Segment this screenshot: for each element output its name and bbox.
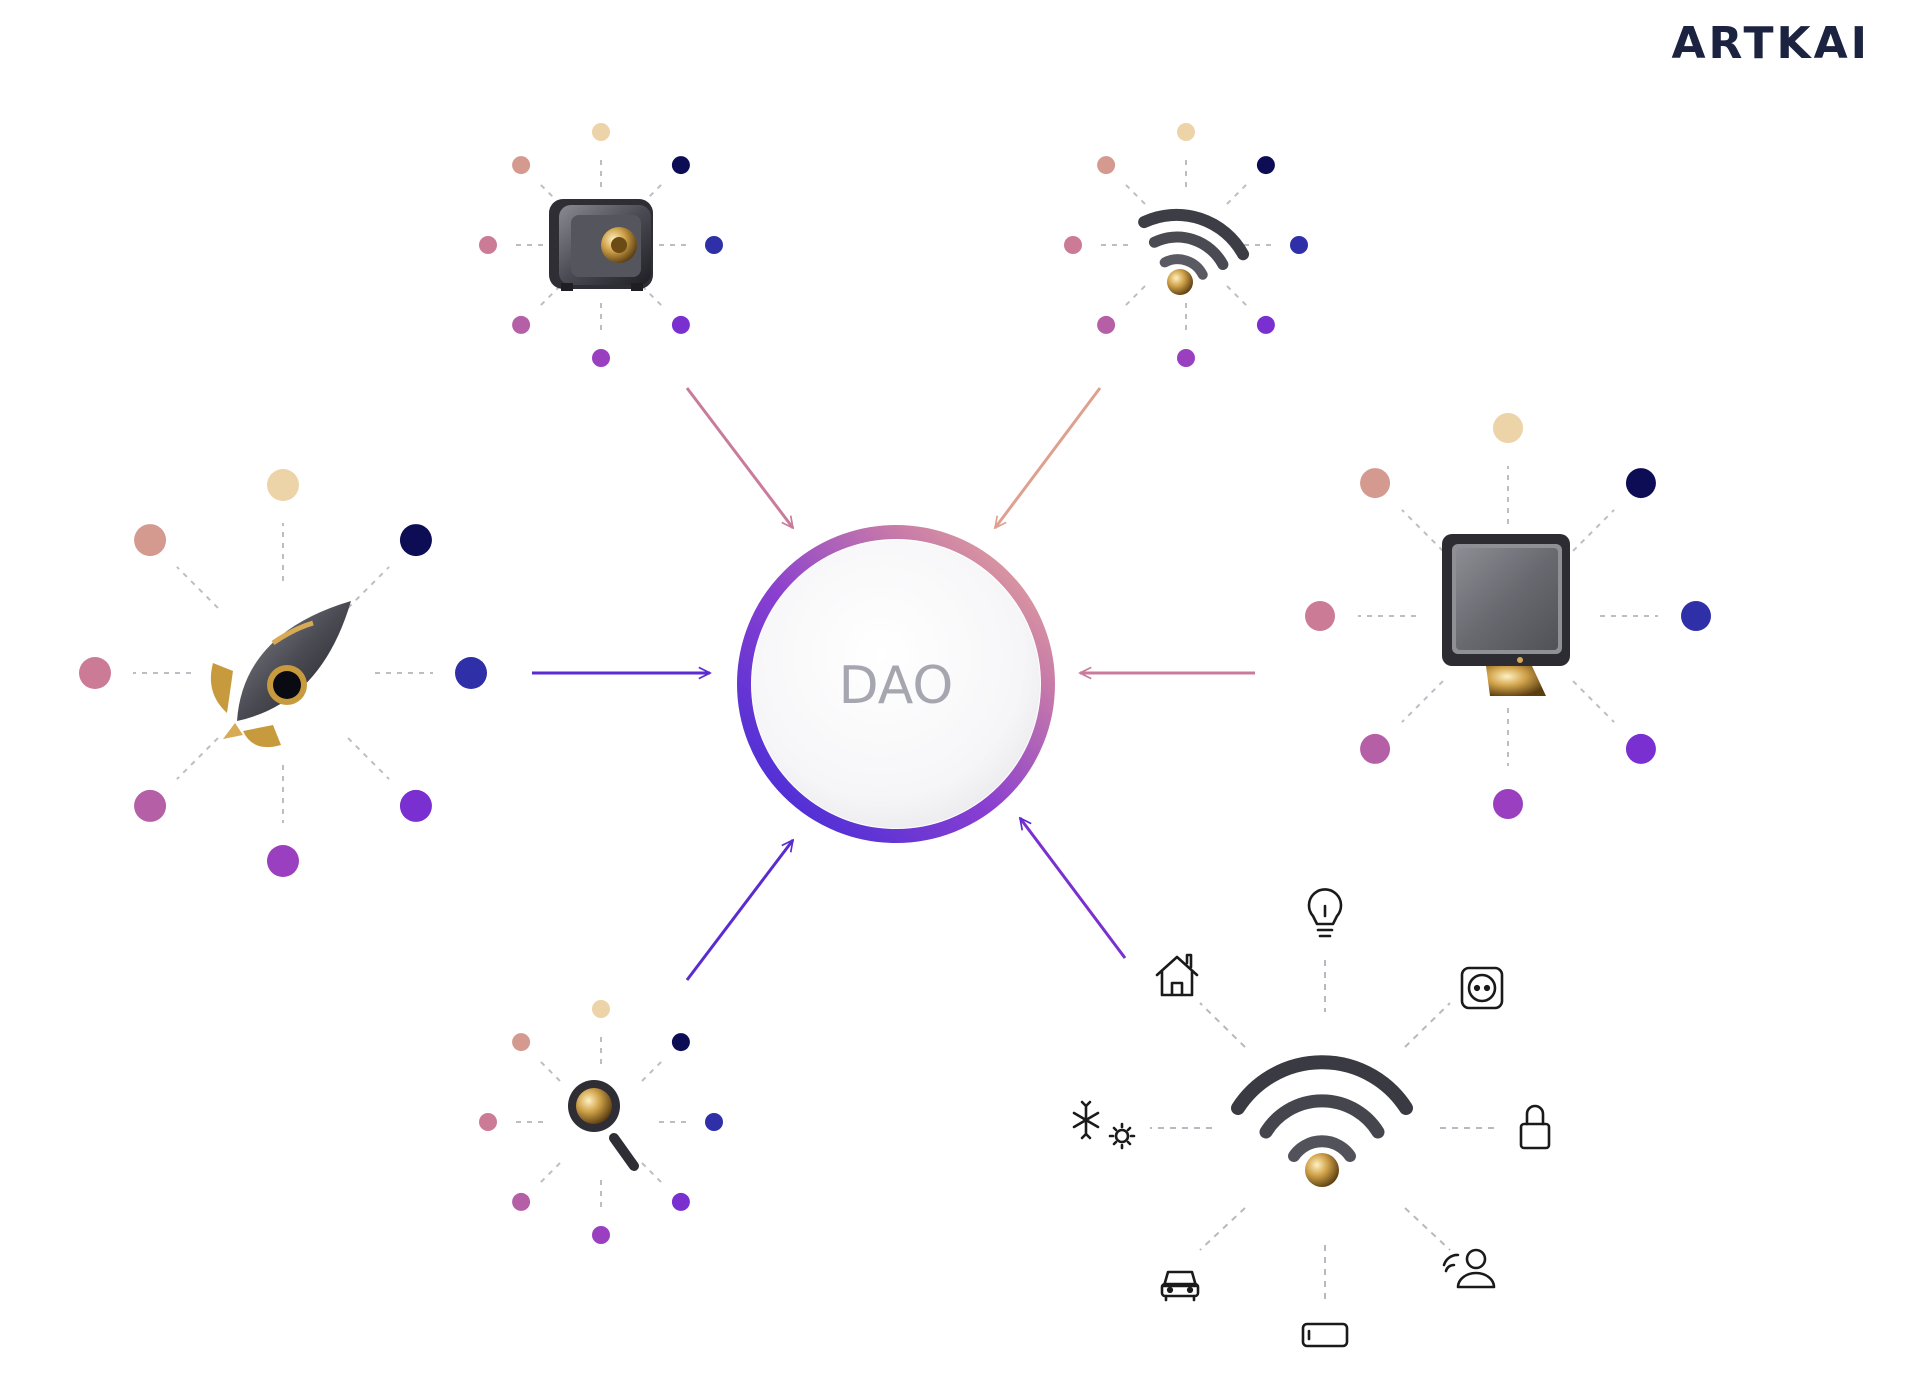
- spoke-bottom-right: [1226, 285, 1249, 308]
- smart-home-spokes: [1150, 960, 1500, 1300]
- dot-left: [79, 657, 111, 689]
- dot-right: [455, 657, 487, 689]
- arrow-safe: [685, 387, 795, 528]
- spoke-top-left: [538, 182, 561, 205]
- dot-bottom: [1493, 789, 1523, 819]
- arrow-wifi: [993, 387, 1102, 528]
- dot-top-right: [399, 524, 432, 557]
- spoke-top-right: [641, 1059, 664, 1082]
- dot-top: [267, 469, 299, 501]
- spoke-top-left: [176, 566, 219, 609]
- dot-top-left: [512, 1033, 531, 1052]
- spoke-top-right: [1572, 509, 1615, 552]
- lock-icon: [1519, 1104, 1551, 1150]
- spoke-bottom-left: [1123, 285, 1146, 308]
- dao-ring: [737, 525, 1055, 843]
- car-icon: [1160, 1270, 1200, 1302]
- dot-right: [705, 1113, 723, 1131]
- spoke-bottom-right: [1572, 680, 1615, 723]
- phone-icon: [1301, 1322, 1349, 1348]
- dao-disc: [752, 540, 1040, 828]
- dot-top: [1493, 413, 1523, 443]
- dot-bottom-left: [134, 789, 167, 822]
- dot-top: [1177, 123, 1195, 141]
- dot-bottom-right: [671, 1192, 690, 1211]
- dot-top-right: [671, 1033, 690, 1052]
- dot-top-right: [671, 156, 690, 175]
- dot-bottom-right: [1256, 315, 1275, 334]
- arrow-smart-home: [1018, 818, 1127, 959]
- dot-left: [479, 1113, 497, 1131]
- dot-bottom-left: [1360, 733, 1391, 764]
- dot-top-right: [1625, 468, 1656, 499]
- spoke-bottom-left: [1401, 680, 1444, 723]
- dot-bottom-left: [1097, 315, 1116, 334]
- dot-bottom: [592, 1226, 610, 1244]
- dot-top-right: [1256, 156, 1275, 175]
- dot-bottom-left: [512, 315, 531, 334]
- spoke-top-right: [641, 182, 664, 205]
- dao-label: DAO: [839, 656, 954, 716]
- dot-left: [1305, 601, 1335, 631]
- person-wifi-icon: [1442, 1248, 1496, 1289]
- arrows: [532, 387, 1255, 981]
- cluster-wifi-small: [1064, 123, 1308, 367]
- satellite-clusters: [79, 123, 1711, 1244]
- spoke-bottom-right: [347, 737, 390, 780]
- dot-bottom-right: [399, 789, 432, 822]
- dot-bottom-left: [512, 1192, 531, 1211]
- spoke-bottom-left: [538, 285, 561, 308]
- spoke-bottom-left: [176, 737, 219, 780]
- dot-bottom: [267, 845, 299, 877]
- spoke-bottom-right: [641, 285, 664, 308]
- safe-icon: [549, 199, 653, 291]
- cluster-rocket: [79, 469, 487, 877]
- cluster-safe: [479, 123, 723, 367]
- arrow-magnifier: [685, 840, 795, 981]
- dot-right: [705, 236, 723, 254]
- dao-hub: DAO: [737, 525, 1055, 843]
- smart-home-cluster: [1072, 888, 1551, 1348]
- dot-top-left: [134, 524, 167, 557]
- spoke-top-left: [1123, 182, 1146, 205]
- brand-logo: ARTKAI: [1671, 18, 1870, 69]
- spoke-top-left: [538, 1059, 561, 1082]
- smart-home-wifi-icon: [1231, 1055, 1413, 1187]
- dot-left: [1064, 236, 1082, 254]
- spoke-bottom-left: [538, 1162, 561, 1185]
- dot-top-left: [1097, 156, 1116, 175]
- dot-bottom-right: [671, 315, 690, 334]
- spoke-top-left: [1401, 509, 1444, 552]
- dot-right: [1681, 601, 1711, 631]
- spoke-top-right: [1226, 182, 1249, 205]
- dot-bottom: [1177, 349, 1195, 367]
- dot-top-left: [1360, 468, 1391, 499]
- spoke-bottom-right: [641, 1162, 664, 1185]
- dot-top: [592, 123, 610, 141]
- dot-top: [592, 1000, 610, 1018]
- wifi-icon: [1138, 208, 1250, 295]
- cluster-magnifier: [479, 1000, 723, 1244]
- dot-bottom-right: [1625, 733, 1656, 764]
- dot-left: [479, 236, 497, 254]
- dot-right: [1290, 236, 1308, 254]
- climate-icon: [1072, 1100, 1136, 1150]
- rocket-icon: [210, 601, 351, 748]
- monitor-icon: [1442, 534, 1570, 696]
- magnifier-icon: [568, 1080, 639, 1171]
- spoke-top-right: [347, 566, 390, 609]
- cluster-monitor: [1305, 413, 1711, 819]
- power-socket-icon: [1460, 966, 1504, 1010]
- dot-bottom: [592, 349, 610, 367]
- lightbulb-icon: [1307, 888, 1343, 938]
- dot-top-left: [512, 156, 531, 175]
- home-icon: [1155, 953, 1199, 997]
